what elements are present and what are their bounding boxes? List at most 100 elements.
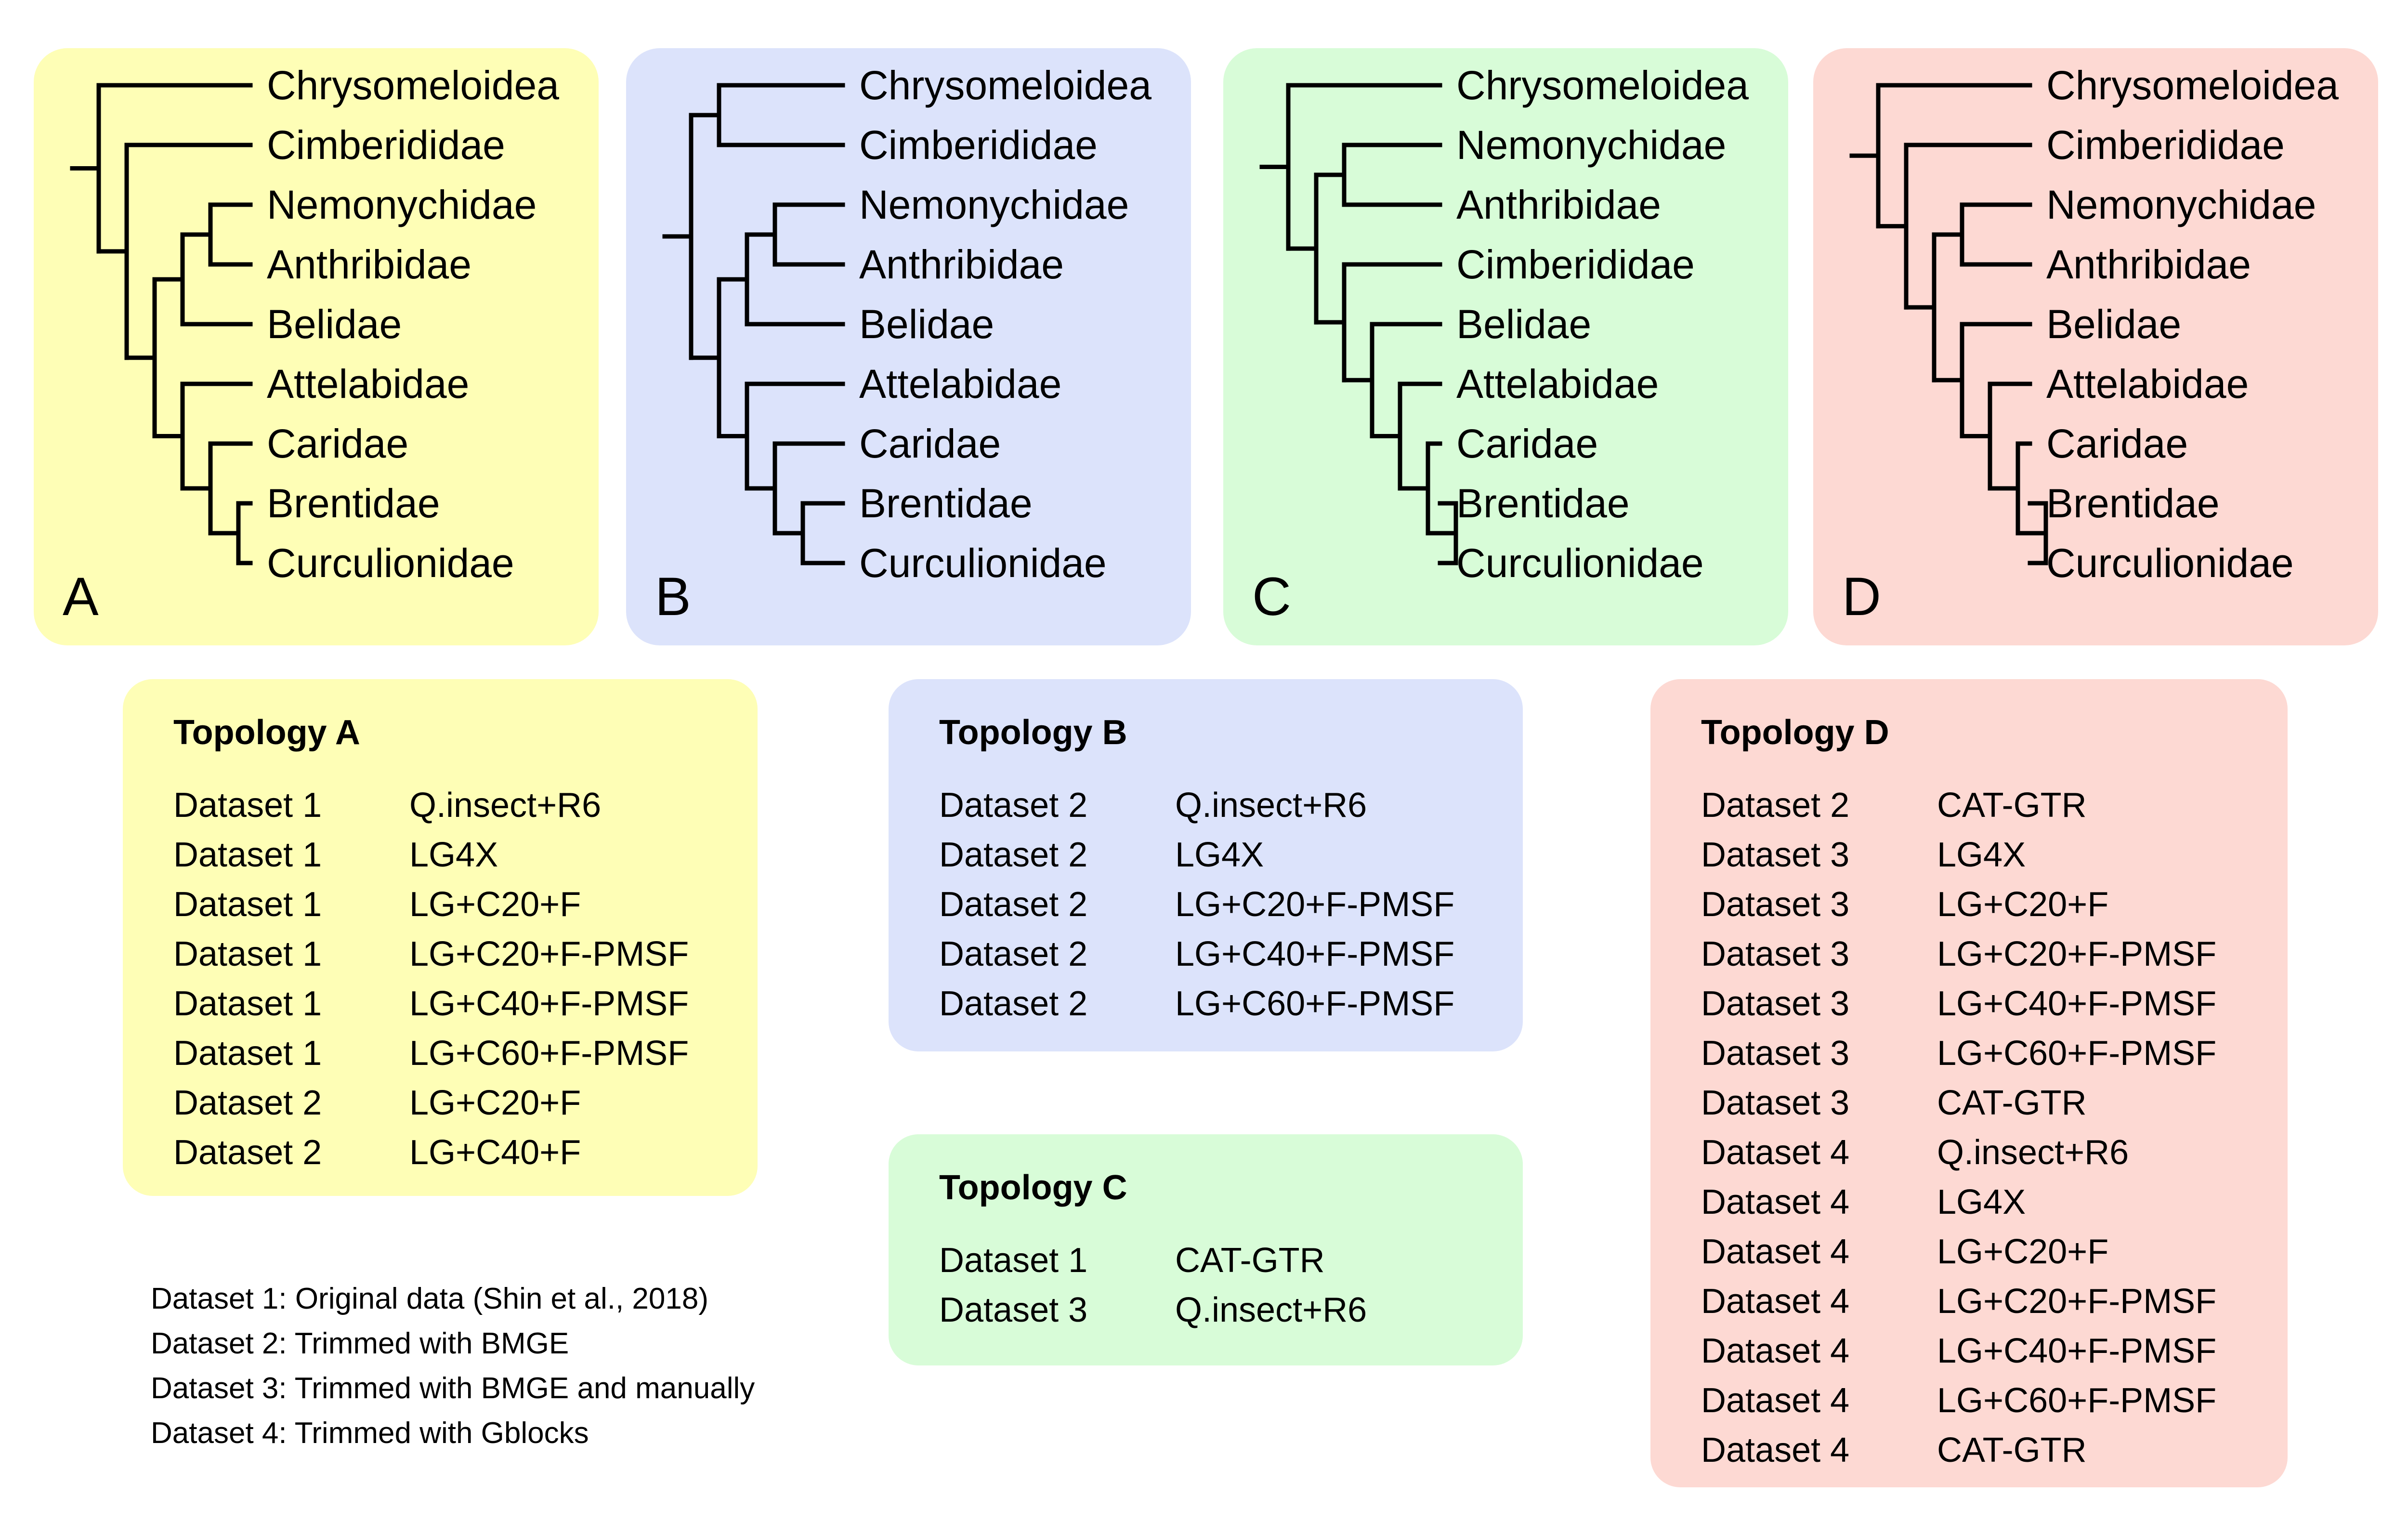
dataset-name: Dataset 2 xyxy=(173,1083,322,1122)
dataset-name: Dataset 1 xyxy=(173,934,322,973)
taxon-label: Cimberididae xyxy=(2046,122,2285,168)
dataset-name: Dataset 2 xyxy=(939,984,1088,1023)
phylogenetic-tree-c: ChrysomeloideaNemonychidaeAnthribidaeCim… xyxy=(1259,63,1749,586)
legend-item-dataset-1: Dataset 1: Original data (Shin et al., 2… xyxy=(151,1282,708,1315)
model-name: LG+C20+F-PMSF xyxy=(409,934,689,973)
taxon-label: Curculionidae xyxy=(2046,540,2294,586)
topology-row: Dataset 3 Q.insect+R6 xyxy=(939,1285,1367,1335)
model-name: LG+C40+F xyxy=(409,1133,581,1172)
taxon-label: Brentidae xyxy=(859,481,1033,526)
dataset-name: Dataset 3 xyxy=(1701,1083,1850,1122)
model-name: LG+C60+F-PMSF xyxy=(1175,984,1455,1023)
model-name: Q.insect+R6 xyxy=(1175,1290,1367,1329)
taxon-label: Belidae xyxy=(267,302,402,347)
dataset-name: Dataset 3 xyxy=(939,1290,1088,1329)
model-name: LG+C20+F-PMSF xyxy=(1937,1282,2217,1321)
dataset-name: Dataset 4 xyxy=(1701,1133,1850,1172)
topology-row: Dataset 4 CAT-GTR xyxy=(1701,1425,2216,1475)
model-name: CAT-GTR xyxy=(1937,786,2087,825)
topology-row: Dataset 4 LG4X xyxy=(1701,1177,2216,1227)
model-name: Q.insect+R6 xyxy=(1175,786,1367,825)
topology-row: Dataset 2 LG+C60+F-PMSF xyxy=(939,979,1454,1028)
model-name: LG4X xyxy=(409,835,498,874)
panel-label-a: A xyxy=(63,566,99,627)
taxon-label: Anthribidae xyxy=(267,242,471,287)
dataset-name: Dataset 4 xyxy=(1701,1430,1850,1469)
dataset-name: Dataset 4 xyxy=(1701,1381,1850,1420)
model-name: LG+C40+F-PMSF xyxy=(1937,984,2217,1023)
panel-label-d: D xyxy=(1842,566,1881,627)
taxon-label: Curculionidae xyxy=(1456,540,1704,586)
model-name: CAT-GTR xyxy=(1937,1430,2087,1469)
dataset-name: Dataset 4 xyxy=(1701,1182,1850,1221)
model-name: LG4X xyxy=(1937,1182,2026,1221)
dataset-name: Dataset 1 xyxy=(173,835,322,874)
model-name: LG4X xyxy=(1937,835,2026,874)
taxon-label: Attelabidae xyxy=(1456,361,1659,407)
dataset-name: Dataset 3 xyxy=(1701,1034,1850,1073)
taxon-label: Caridae xyxy=(1456,421,1598,466)
dataset-name: Dataset 4 xyxy=(1701,1232,1850,1271)
model-name: LG+C20+F-PMSF xyxy=(1937,934,2217,973)
model-name: LG+C20+F-PMSF xyxy=(1175,885,1455,924)
topology-row: Dataset 3 LG4X xyxy=(1701,830,2216,879)
topology-row: Dataset 3 LG+C20+F-PMSF xyxy=(1701,929,2216,979)
taxon-label: Curculionidae xyxy=(859,540,1107,586)
dataset-name: Dataset 3 xyxy=(1701,885,1850,924)
model-name: LG+C60+F-PMSF xyxy=(1937,1034,2217,1073)
taxon-label: Attelabidae xyxy=(267,361,469,407)
dataset-legend: Dataset 1: Original data (Shin et al., 2… xyxy=(151,1276,755,1456)
topology-row: Dataset 1 LG+C20+F xyxy=(173,879,689,929)
taxon-label: Anthribidae xyxy=(859,242,1064,287)
taxon-label: Belidae xyxy=(2046,302,2181,347)
taxon-label: Belidae xyxy=(859,302,994,347)
legend-item-dataset-2: Dataset 2: Trimmed with BMGE xyxy=(151,1327,569,1360)
topology-row: Dataset 1 Q.insect+R6 xyxy=(173,780,689,830)
phylogenetic-tree-d: ChrysomeloideaCimberididaeNemonychidaeAn… xyxy=(1849,63,2339,586)
dataset-name: Dataset 1 xyxy=(939,1241,1088,1280)
model-name: LG+C20+F xyxy=(409,885,581,924)
dataset-name: Dataset 3 xyxy=(1701,835,1850,874)
dataset-name: Dataset 1 xyxy=(173,885,322,924)
taxon-label: Chrysomeloidea xyxy=(859,63,1152,108)
topology-b-title: Topology B xyxy=(939,713,1127,752)
topology-row: Dataset 3 CAT-GTR xyxy=(1701,1078,2216,1128)
model-name: Q.insect+R6 xyxy=(409,786,602,825)
dataset-name: Dataset 1 xyxy=(173,786,322,825)
dataset-name: Dataset 3 xyxy=(1701,934,1850,973)
phylogenetic-tree-b: ChrysomeloideaCimberididaeNemonychidaeAn… xyxy=(662,63,1152,586)
taxon-label: Nemonychidae xyxy=(2046,182,2316,227)
dataset-name: Dataset 2 xyxy=(1701,786,1850,825)
model-name: LG+C40+F-PMSF xyxy=(409,984,689,1023)
legend-item-dataset-3: Dataset 3: Trimmed with BMGE and manuall… xyxy=(151,1372,755,1405)
taxon-label: Chrysomeloidea xyxy=(1456,63,1749,108)
model-name: Q.insect+R6 xyxy=(1937,1133,2129,1172)
model-name: LG+C40+F-PMSF xyxy=(1937,1331,2217,1370)
panel-label-c: C xyxy=(1252,566,1291,627)
model-name: CAT-GTR xyxy=(1937,1083,2087,1122)
model-name: LG4X xyxy=(1175,835,1264,874)
taxon-label: Cimberididae xyxy=(1456,242,1695,287)
topology-row: Dataset 3 LG+C60+F-PMSF xyxy=(1701,1028,2216,1078)
topology-row: Dataset 2 CAT-GTR xyxy=(1701,780,2216,830)
